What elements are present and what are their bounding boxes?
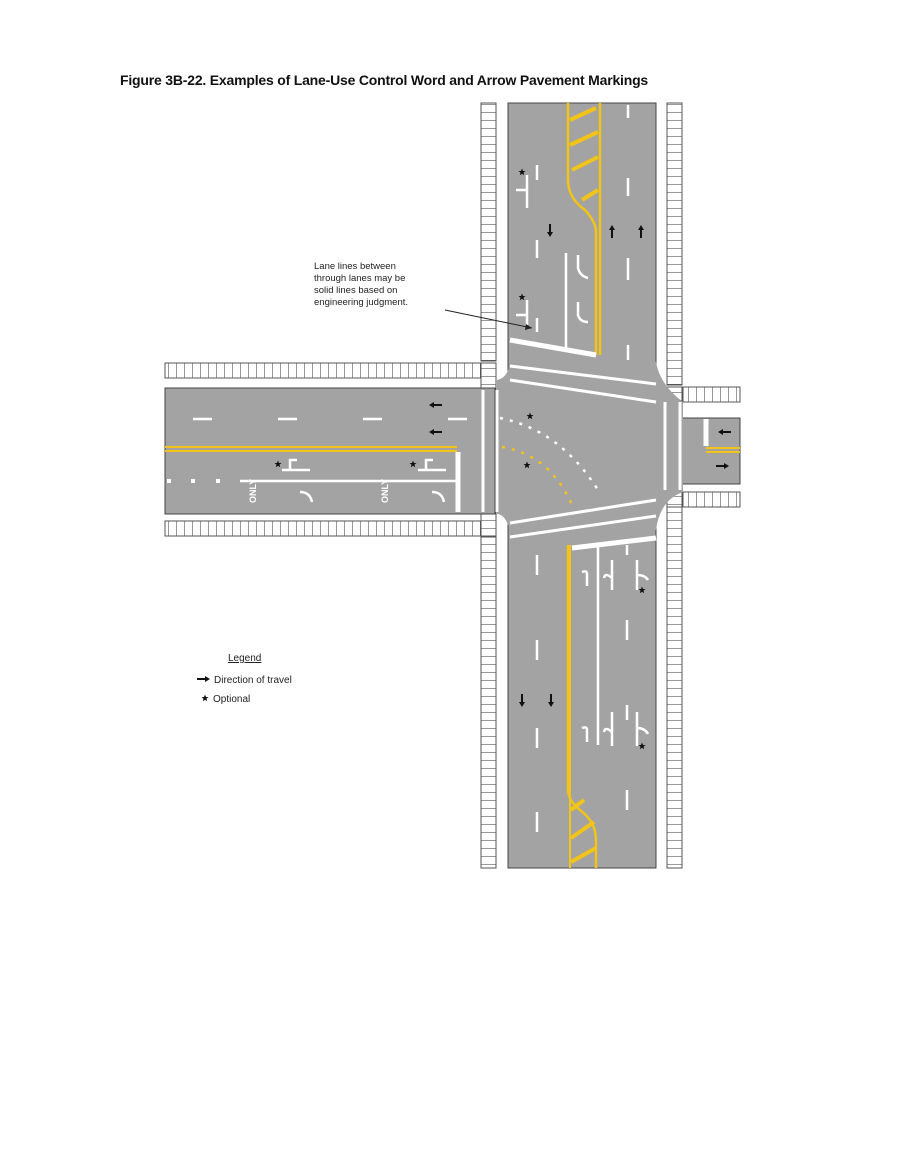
south-leg-markings — [518, 535, 657, 868]
callout-leader-line — [444, 309, 533, 329]
callout-note: Lane lines between through lanes may be … — [314, 261, 533, 330]
figure-title: Figure 3B-22. Examples of Lane-Use Contr… — [120, 72, 649, 88]
crosswalks — [481, 364, 682, 539]
callout-line: solid lines based on — [314, 285, 397, 296]
callout-line: engineering judgment. — [314, 297, 408, 308]
callout-line: Lane lines between — [314, 261, 396, 272]
north-leg-markings — [509, 103, 645, 360]
only-word-marking: ONLY — [248, 479, 258, 503]
turn-arrow-markings — [516, 175, 589, 325]
legend-title: Legend — [228, 653, 261, 664]
legend-label: Optional — [213, 694, 250, 705]
arrow-right-icon — [197, 676, 210, 682]
callout-line: through lanes may be — [314, 273, 405, 284]
star-icon — [201, 694, 209, 702]
east-leg-markings — [703, 419, 740, 470]
west-leg-markings: ONLY ONLY — [165, 401, 467, 512]
turn-path-guide — [499, 412, 600, 506]
only-word-marking: ONLY — [380, 479, 390, 503]
legend-label: Direction of travel — [214, 675, 292, 686]
legend: Legend Direction of travel Optional — [197, 653, 292, 705]
